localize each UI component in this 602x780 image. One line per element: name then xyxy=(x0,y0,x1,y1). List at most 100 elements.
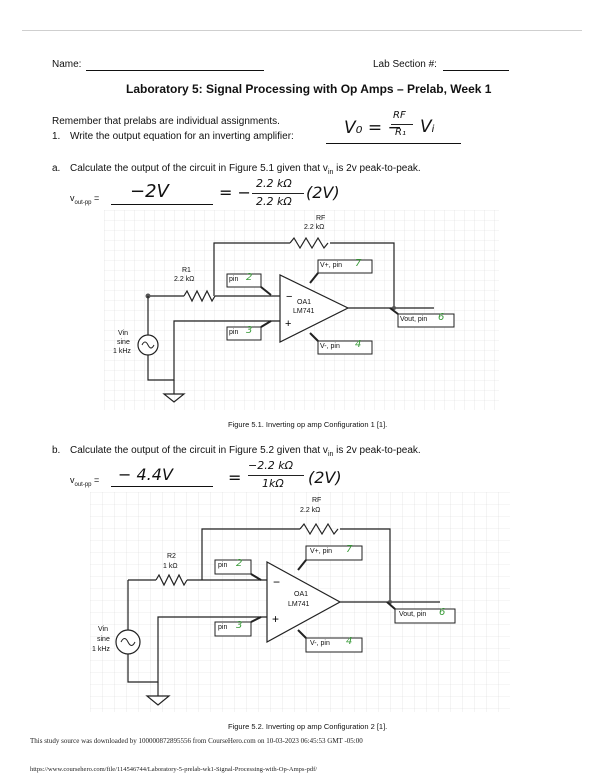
fig1-rf-name: RF xyxy=(316,215,326,222)
plus-sign: + xyxy=(272,612,279,626)
fig1-vin-freq: 1 kHz xyxy=(113,348,131,355)
name-label: Name: xyxy=(52,59,82,70)
vplus-pointer xyxy=(297,559,307,571)
pin-noninv-pointer xyxy=(260,320,272,328)
qb-fraction-bar xyxy=(248,475,304,476)
fig2-vout-label: Vout, pin xyxy=(399,611,427,618)
pin-noninv-box xyxy=(226,326,262,341)
q1-answer-lhs: V₀ = − xyxy=(344,118,402,138)
feedback-wire-out xyxy=(340,528,391,600)
fig1-vplus-label: V+, pin xyxy=(320,262,342,269)
reminder-text: Remember that prelabs are individual ass… xyxy=(52,116,280,127)
vout-pointer xyxy=(389,307,399,315)
fig2-vminus-label: V-, pin xyxy=(310,640,330,647)
figure-5-2-caption: Figure 5.2. Inverting op amp Configurati… xyxy=(228,722,388,731)
fig1-pin-inv-value: 2 xyxy=(246,272,253,283)
top-rule xyxy=(22,30,582,31)
feedback-wire xyxy=(213,242,290,296)
q1-answer-den: R₁ xyxy=(395,127,406,138)
fig2-vplus-label: V+, pin xyxy=(310,548,332,555)
op-amp-triangle xyxy=(279,274,350,343)
vout-pointer xyxy=(386,601,396,610)
fig1-vin-type: sine xyxy=(117,339,130,346)
fig2-opamp-model: LM741 xyxy=(288,601,310,608)
section-blank xyxy=(443,70,509,71)
ground-icon xyxy=(162,393,186,403)
fig1-vout-label: Vout, pin xyxy=(400,316,428,323)
qb-work-eq: = xyxy=(228,468,242,487)
vout-box xyxy=(397,313,455,328)
source-url[interactable]: https://www.coursehero.com/file/11454674… xyxy=(30,766,318,773)
qb-vout-label: vout-pp = xyxy=(70,475,100,488)
fig2-pin-inv-label: pin xyxy=(218,562,228,569)
qb-work-mult: (2V) xyxy=(308,468,342,487)
qa-work-den: 2.2 kΩ xyxy=(256,195,292,208)
fig2-vplus-value: 7 xyxy=(346,544,353,555)
pin-inv-pointer xyxy=(250,573,262,581)
qa-letter: a. xyxy=(52,163,61,174)
fig1-vminus-label: V-, pin xyxy=(320,343,340,350)
feedback-wire-out xyxy=(330,242,395,307)
fig2-r2-name: R2 xyxy=(167,553,176,560)
vplus-box xyxy=(305,545,363,561)
r2-resistor xyxy=(155,573,188,587)
qa-answer: −2V xyxy=(130,181,169,202)
ground-icon xyxy=(145,695,171,706)
q1-fraction-bar xyxy=(391,124,413,125)
pin-noninv-box xyxy=(214,621,252,637)
figure-5-2: − + xyxy=(90,492,510,712)
pin-inv-pointer xyxy=(260,286,272,296)
figure-5-1-caption: Figure 5.1. Inverting op amp Configurati… xyxy=(228,420,388,429)
fig1-pin-inv-label: pin xyxy=(229,276,239,283)
r1-resistor xyxy=(183,289,216,303)
vminus-pointer xyxy=(309,332,319,342)
qb-work-num: −2.2 kΩ xyxy=(248,459,293,472)
figure-5-1: − + xyxy=(104,210,499,410)
qb-letter: b. xyxy=(52,445,61,456)
qb-text: Calculate the output of the circuit in F… xyxy=(70,445,421,458)
vminus-pointer xyxy=(297,629,307,639)
fig1-vout-value: 6 xyxy=(438,312,445,323)
q1-number: 1. xyxy=(52,131,61,142)
vminus-box xyxy=(317,340,373,355)
qb-answer-line xyxy=(111,486,213,487)
fig2-r2-value: 1 kΩ xyxy=(163,563,178,570)
fig2-vminus-value: 4 xyxy=(346,636,353,647)
feedback-wire xyxy=(201,528,300,580)
name-blank xyxy=(86,70,264,71)
minus-sign: − xyxy=(273,575,280,589)
fig2-vin-type: sine xyxy=(97,636,110,643)
pin-noninv-pointer xyxy=(250,616,262,623)
fig2-vout-value: 6 xyxy=(439,607,446,618)
page-title: Laboratory 5: Signal Processing with Op … xyxy=(126,82,492,96)
q1-answer-num: RF xyxy=(393,110,406,121)
fig2-pin-noninv-label: pin xyxy=(218,624,228,631)
fig2-vin-label: Vin xyxy=(98,626,108,633)
fig2-vin-freq: 1 kHz xyxy=(92,646,110,653)
qa-vout-label: vout-pp = xyxy=(70,193,100,206)
q1-answer-rhs: Vᵢ xyxy=(420,117,435,137)
pin-inv-box xyxy=(214,559,252,575)
fig1-opamp-name: OA1 xyxy=(297,299,312,306)
vout-box xyxy=(394,608,456,624)
rf-resistor xyxy=(289,236,329,250)
fig1-pin-noninv-label: pin xyxy=(229,329,239,336)
fig2-opamp-name: OA1 xyxy=(294,591,309,598)
q1-text: Write the output equation for an inverti… xyxy=(70,131,294,142)
fig1-opamp-model: LM741 xyxy=(293,308,315,315)
fig1-vminus-value: 4 xyxy=(355,339,362,350)
op-amp-triangle xyxy=(266,560,342,644)
rf-resistor xyxy=(299,522,339,536)
minus-sign: − xyxy=(286,291,292,303)
fig2-pin-noninv-value: 3 xyxy=(236,620,243,631)
qa-work-num: 2.2 kΩ xyxy=(256,177,292,190)
vplus-box xyxy=(317,259,373,274)
pin-inv-box xyxy=(226,273,262,288)
fig1-vplus-value: 7 xyxy=(355,258,362,269)
fig2-rf-name: RF xyxy=(312,497,322,504)
fig2-pin-inv-value: 2 xyxy=(236,558,243,569)
vminus-box xyxy=(305,637,363,653)
qa-answer-line xyxy=(111,204,213,205)
fig1-rf-value: 2.2 kΩ xyxy=(304,224,325,231)
q1-answer-line xyxy=(326,143,461,144)
